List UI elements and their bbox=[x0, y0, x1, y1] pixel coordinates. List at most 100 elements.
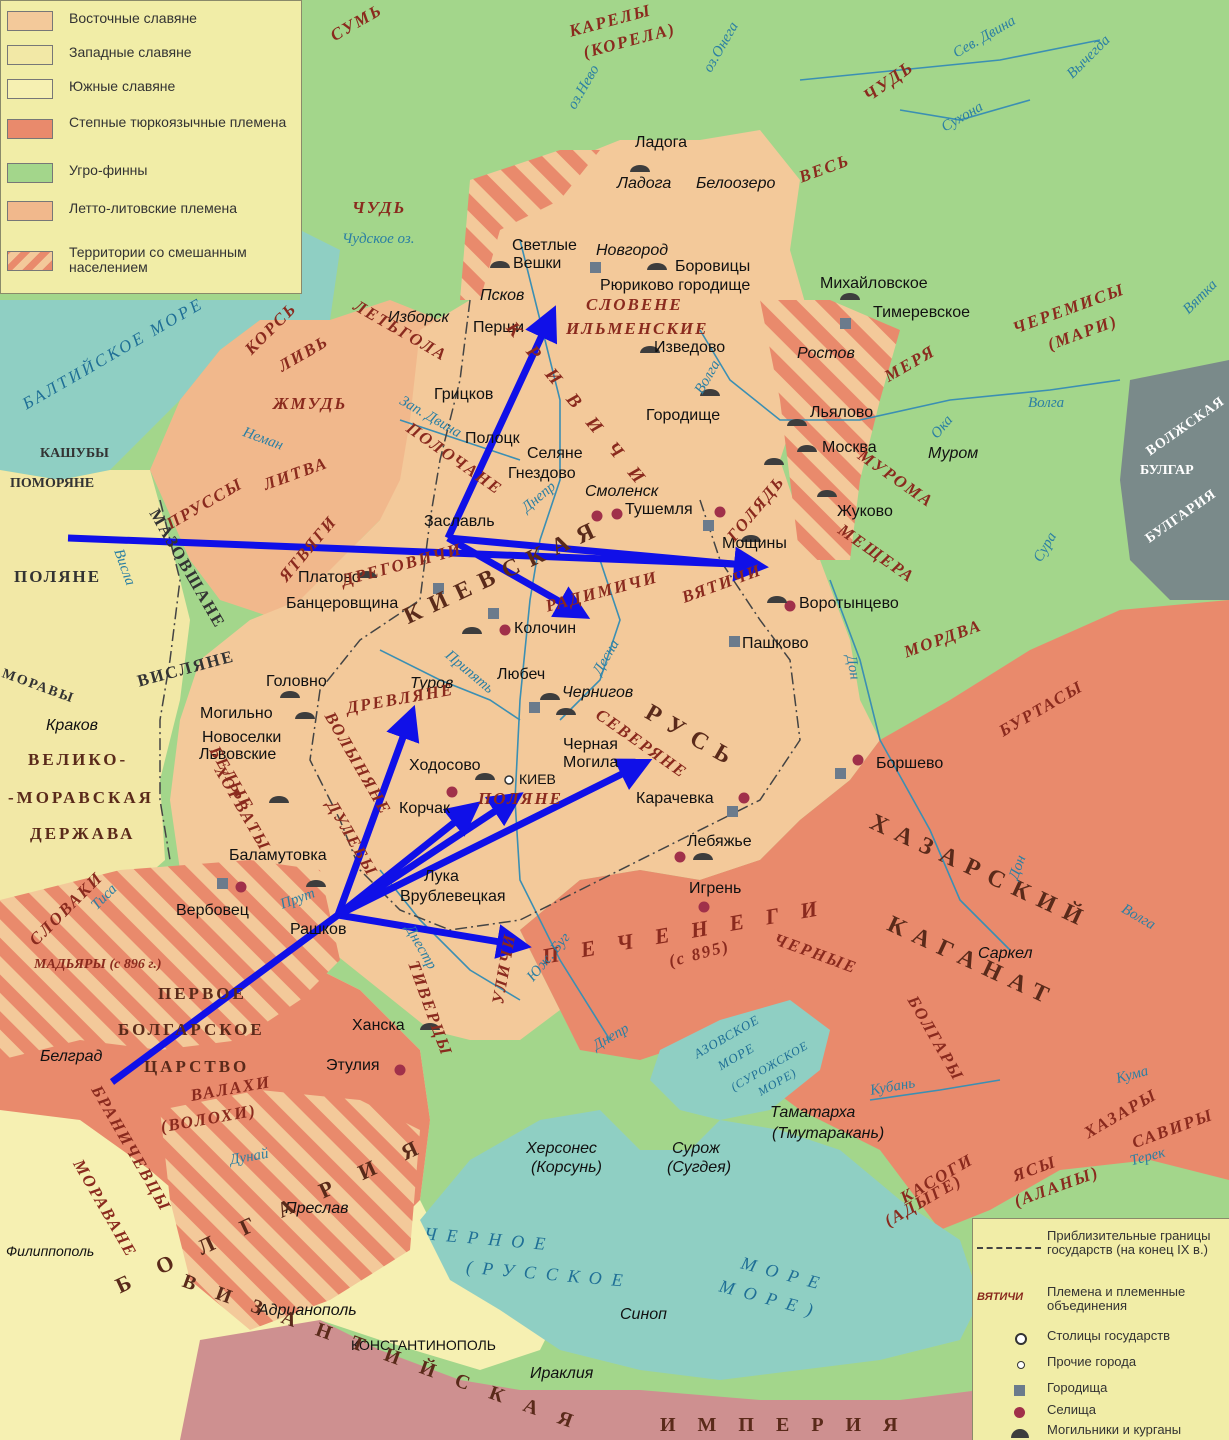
city-smolensk: Смоленск bbox=[585, 483, 659, 500]
legend2-row-towns: Прочие города bbox=[977, 1355, 1227, 1377]
city-rashkov: Рашков bbox=[290, 921, 347, 938]
state-tsarstvo: ЦАРСТВО bbox=[144, 1057, 250, 1076]
city-sugdeya: (Сугдея) bbox=[667, 1159, 732, 1176]
town-icon bbox=[977, 1357, 1041, 1375]
city-preslav: Преслав bbox=[285, 1200, 349, 1217]
city-murom: Муром bbox=[928, 445, 979, 462]
city-igren: Игрень bbox=[689, 880, 742, 897]
city-borovitsy: Боровицы bbox=[675, 258, 751, 275]
city-chernigov: Чернигов bbox=[562, 684, 634, 701]
kurgan-symbols bbox=[269, 165, 860, 1030]
city-konstantinopol: КОНСТАНТИНОПОЛЬ bbox=[351, 1337, 496, 1353]
legend2-label: Столицы государств bbox=[1047, 1328, 1171, 1343]
state-velikomor-2: -МОРАВСКАЯ bbox=[8, 788, 154, 807]
city-sinop: Синоп bbox=[620, 1306, 667, 1323]
city-polotsk: Полоцк bbox=[465, 430, 520, 447]
city-veshki: Вешки bbox=[513, 255, 562, 272]
city-adrianopol: Адрианополь bbox=[258, 1302, 357, 1319]
city-bantserovshchina: Банцеровщина bbox=[286, 595, 399, 612]
city-khodosovo: Ходосово bbox=[409, 757, 481, 774]
city-karachevka: Карачевка bbox=[636, 790, 714, 807]
city-gorodishche: Городище bbox=[646, 407, 721, 424]
balts-area bbox=[150, 300, 440, 620]
city-tamatarkha: Таматарха bbox=[770, 1104, 856, 1121]
city-belgrad: Белград bbox=[40, 1048, 103, 1065]
legend-swatch bbox=[7, 11, 53, 31]
byzantine-area bbox=[180, 1320, 980, 1440]
legend-label: Западные славяне bbox=[69, 44, 192, 60]
capital-icon bbox=[977, 1331, 1041, 1349]
state-imperiya: ИМПЕРИЯ bbox=[660, 1414, 920, 1436]
city-vorotyntsevo: Воротынцево bbox=[799, 595, 899, 612]
legend-label: Летто-литовские племена bbox=[69, 200, 238, 216]
mixed-area-southwest bbox=[0, 860, 340, 1060]
city-persh: Перши bbox=[473, 319, 525, 336]
kurgan-icon bbox=[977, 1425, 1041, 1440]
people-zhmud: ЖМУДЬ bbox=[273, 394, 348, 413]
state-velikomor-3: ДЕРЖАВА bbox=[30, 824, 136, 843]
city-lyubech: Любеч bbox=[497, 666, 546, 683]
city-gnezdovo: Гнездово bbox=[508, 465, 576, 482]
steppe-khazar-area bbox=[520, 600, 1229, 1230]
rivers bbox=[379, 39, 1121, 1101]
city-gritsk: Грицков bbox=[434, 386, 494, 403]
city-mogila: Могила bbox=[563, 754, 619, 771]
legend-label: Восточные славяне bbox=[69, 10, 197, 26]
people-slovene: СЛОВЕНЕ bbox=[586, 295, 683, 314]
black-sea bbox=[420, 1110, 980, 1380]
mixed-area-east bbox=[760, 300, 900, 560]
city-timerevskoe: Тимеревское bbox=[873, 304, 970, 321]
map-symbols bbox=[217, 262, 864, 1076]
water-chudskoe: Чудское оз. bbox=[342, 231, 415, 247]
state-borders bbox=[159, 299, 801, 931]
city-svetlye: Светлые bbox=[512, 237, 577, 254]
legend-label: Территории со смешанным населением bbox=[69, 244, 247, 275]
city-krakov: Краков bbox=[46, 717, 99, 734]
city-zaslavl: Заславль bbox=[424, 513, 495, 530]
city-pashkovo: Пашково bbox=[742, 635, 809, 652]
city-pskov: Псков bbox=[480, 287, 525, 304]
legend2-row-capitals: Столицы государств bbox=[977, 1329, 1227, 1351]
city-ladoga-top: Ладога bbox=[635, 134, 688, 151]
mixed-area-north bbox=[460, 150, 600, 300]
people-chud-west: ЧУДЬ bbox=[352, 198, 407, 217]
people-pomoryane: ПОМОРЯНЕ bbox=[10, 476, 95, 491]
pecheneg-area bbox=[550, 860, 840, 1020]
city-mikhailovskoe: Михайловское bbox=[820, 275, 928, 292]
city-sarkel: Саркел bbox=[978, 945, 1033, 962]
legend-symbols: Приблизительные границы государств (на к… bbox=[972, 1218, 1229, 1440]
city-lvovskie: Львовские bbox=[199, 746, 277, 763]
baltic-sea bbox=[0, 230, 340, 480]
city-kolochin: Колочин bbox=[514, 620, 577, 637]
city-chernaya: Черная bbox=[563, 736, 618, 753]
city-irakliya: Ираклия bbox=[530, 1365, 594, 1382]
city-lebyazhe: Лебяжье bbox=[687, 833, 752, 850]
city-rostov: Ростов bbox=[797, 345, 855, 362]
legend-label: Угро-финны bbox=[69, 162, 148, 178]
legend-swatch bbox=[7, 45, 53, 65]
city-ladoga: Ладога bbox=[617, 175, 672, 192]
city-vrublevetskaya: Врублевецкая bbox=[400, 888, 506, 905]
mixed-area-balkans bbox=[160, 1090, 420, 1330]
city-khanska: Ханска bbox=[352, 1017, 405, 1034]
fort-icon bbox=[977, 1383, 1041, 1401]
city-korchak: Корчак bbox=[399, 800, 450, 817]
legend-swatch bbox=[7, 251, 53, 271]
city-platovo: Платово bbox=[298, 569, 361, 586]
legend2-row-kurgans: Могильники и курганы bbox=[977, 1423, 1227, 1440]
tribe-sample-text: ВЯТИЧИ bbox=[977, 1291, 1024, 1303]
city-golovno: Головно bbox=[266, 673, 327, 690]
legend-label: Южные славяне bbox=[69, 78, 176, 94]
city-borshevo: Боршево bbox=[876, 755, 944, 772]
legend-label: Степные тюркоязычные племена bbox=[69, 114, 287, 130]
city-tmutarakan: (Тмутаракань) bbox=[772, 1125, 885, 1142]
water-volga-east: Волга bbox=[1028, 395, 1065, 411]
legend2-row-borders: Приблизительные границы государств (на к… bbox=[977, 1229, 1227, 1279]
city-ryurikovo: Рюриково городище bbox=[600, 277, 751, 294]
city-khersones: Херсонес bbox=[526, 1140, 597, 1157]
city-izvedovo: Изведово bbox=[654, 339, 726, 356]
legend2-row-settlements: Селища bbox=[977, 1403, 1227, 1425]
settlement-icon bbox=[977, 1405, 1041, 1423]
